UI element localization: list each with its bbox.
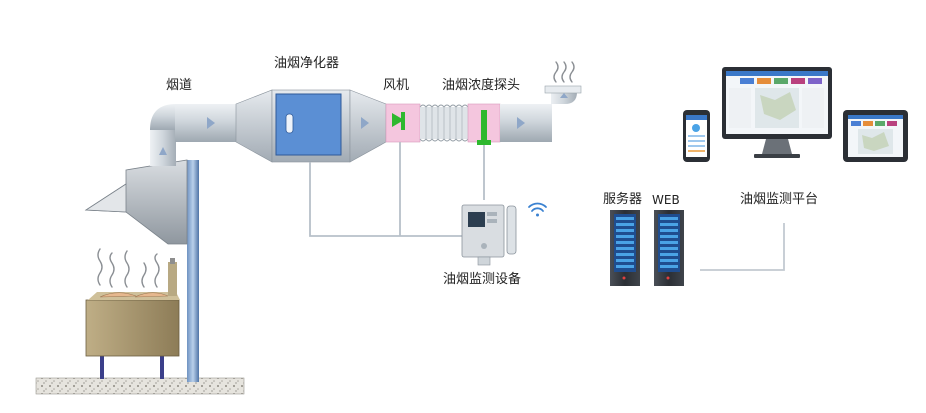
flue-horizontal bbox=[175, 104, 237, 142]
exhaust-duct bbox=[500, 85, 582, 142]
stove bbox=[85, 258, 180, 357]
label-monitor-device: 油烟监测设备 bbox=[443, 272, 522, 287]
label-server: 服务器 bbox=[603, 192, 643, 207]
purifier-handle bbox=[285, 113, 294, 134]
label-flue: 烟道 bbox=[166, 78, 193, 93]
floor bbox=[35, 377, 245, 395]
purifier-unit bbox=[235, 89, 387, 163]
fan bbox=[385, 103, 421, 143]
monitor-device bbox=[461, 204, 517, 266]
label-fan: 风机 bbox=[383, 78, 410, 93]
sensor-wires bbox=[309, 142, 485, 237]
wall-pole bbox=[187, 160, 199, 382]
label-probe: 油烟浓度探头 bbox=[442, 78, 521, 93]
tablet-icon bbox=[843, 110, 908, 162]
server-icon bbox=[654, 210, 684, 286]
flow-arrow bbox=[159, 147, 167, 155]
server-icon bbox=[610, 210, 640, 286]
smoke-icon bbox=[97, 248, 160, 288]
label-web: WEB bbox=[652, 193, 680, 207]
bellows bbox=[419, 104, 469, 142]
phone-icon bbox=[683, 110, 710, 162]
label-purifier: 油烟净化器 bbox=[274, 56, 340, 71]
probe-section bbox=[467, 103, 501, 145]
monitor-icon bbox=[722, 67, 832, 158]
flow-arrow bbox=[207, 117, 215, 129]
wifi-icon bbox=[528, 202, 547, 217]
label-platform: 油烟监测平台 bbox=[740, 192, 819, 207]
network-link bbox=[700, 223, 785, 271]
stove-legs bbox=[100, 352, 164, 379]
smoke-icon bbox=[553, 61, 575, 83]
range-hood bbox=[84, 159, 188, 245]
